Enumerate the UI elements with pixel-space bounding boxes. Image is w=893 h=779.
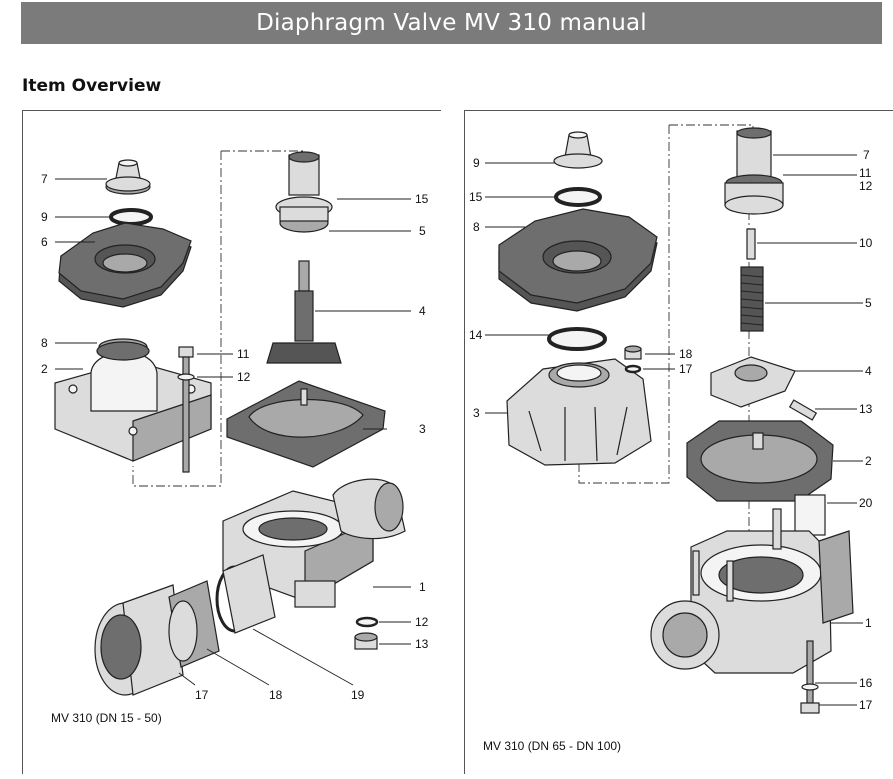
part-bonnet bbox=[506, 358, 652, 466]
part-bonnet bbox=[54, 341, 212, 462]
callout-13: 13 bbox=[859, 402, 873, 416]
callout-11: 11 bbox=[237, 347, 250, 361]
part-diaphragm bbox=[686, 420, 834, 502]
part-o-ring bbox=[109, 208, 153, 226]
part-handwheel bbox=[498, 208, 658, 312]
callout-7: 7 bbox=[41, 172, 48, 186]
callout-5: 5 bbox=[419, 224, 426, 238]
part-union-seal bbox=[215, 554, 276, 634]
callout-12b: 12 bbox=[415, 615, 429, 629]
callout-8: 8 bbox=[473, 220, 480, 234]
part-bolt bbox=[800, 640, 820, 714]
callout-9: 9 bbox=[41, 210, 48, 224]
exploded-view-small-valve: 7 9 6 8 2 11 12 15 5 4 3 1 12 13 17 18 1… bbox=[22, 110, 441, 774]
manual-title-banner: Diaphragm Valve MV 310 manual bbox=[21, 2, 882, 44]
callout-15: 15 bbox=[469, 190, 483, 204]
part-spindle bbox=[266, 260, 342, 364]
part-nut bbox=[354, 632, 378, 650]
figure-caption-left: MV 310 (DN 15 - 50) bbox=[51, 711, 162, 725]
part-handwheel bbox=[58, 222, 192, 308]
callout-17: 17 bbox=[679, 362, 693, 376]
callout-19: 19 bbox=[351, 688, 365, 702]
callout-8: 8 bbox=[41, 336, 48, 350]
callout-20: 20 bbox=[859, 496, 873, 510]
exploded-view-large-valve: 9 15 8 14 3 18 17 7 11 12 10 5 4 13 2 20… bbox=[464, 110, 893, 774]
callout-18: 18 bbox=[269, 688, 283, 702]
callout-4: 4 bbox=[419, 304, 426, 318]
part-label-plate bbox=[794, 494, 826, 536]
part-cap bbox=[553, 131, 603, 169]
part-diaphragm bbox=[226, 380, 386, 468]
callout-18: 18 bbox=[679, 347, 693, 361]
callout-17: 17 bbox=[195, 688, 209, 702]
callout-16: 16 bbox=[859, 676, 873, 690]
part-cross-pin bbox=[788, 399, 818, 421]
callout-2: 2 bbox=[865, 454, 872, 468]
assembly-guide-line bbox=[132, 151, 222, 487]
figure-caption-right: MV 310 (DN 65 - DN 100) bbox=[483, 739, 622, 753]
part-compressor bbox=[710, 356, 796, 408]
part-bolt bbox=[177, 346, 195, 473]
exploded-diagram-left: 7 9 6 8 2 11 12 15 5 4 3 1 12 13 17 18 1… bbox=[41, 150, 429, 702]
manual-title: Diaphragm Valve MV 310 manual bbox=[256, 10, 647, 36]
callout-4: 4 bbox=[865, 364, 872, 378]
callout-2: 2 bbox=[41, 362, 48, 376]
callout-3: 3 bbox=[473, 406, 480, 420]
assembly-guide-line bbox=[578, 125, 670, 484]
callout-13: 13 bbox=[415, 637, 429, 651]
callout-11: 11 bbox=[859, 166, 872, 180]
part-washer bbox=[355, 616, 379, 628]
exploded-diagram-right: 9 15 8 14 3 18 17 7 11 12 10 5 4 13 2 20… bbox=[469, 124, 873, 714]
callout-1: 1 bbox=[865, 616, 872, 630]
callout-6: 6 bbox=[41, 235, 48, 249]
section-title: Item Overview bbox=[22, 76, 162, 96]
part-o-ring bbox=[554, 187, 602, 207]
part-spring bbox=[740, 266, 764, 332]
callout-9: 9 bbox=[473, 156, 480, 170]
part-valve-body bbox=[650, 508, 854, 674]
callout-10: 10 bbox=[859, 236, 873, 250]
callout-15: 15 bbox=[415, 192, 429, 206]
callout-12: 12 bbox=[859, 179, 873, 193]
callout-3: 3 bbox=[419, 422, 426, 436]
part-pin bbox=[746, 228, 756, 260]
part-o-ring-bonnet bbox=[547, 327, 607, 351]
callout-7: 7 bbox=[863, 148, 870, 162]
part-cap bbox=[105, 159, 151, 195]
callout-12: 12 bbox=[237, 370, 251, 384]
callout-1: 1 bbox=[419, 580, 426, 594]
callout-14: 14 bbox=[469, 328, 483, 342]
callout-17b: 17 bbox=[859, 698, 873, 712]
part-small-washer bbox=[624, 364, 642, 374]
part-small-nut bbox=[624, 345, 642, 360]
part-union-nut bbox=[94, 584, 184, 696]
part-top-nut bbox=[275, 151, 333, 233]
part-top-nut bbox=[724, 127, 784, 215]
part-union-end bbox=[168, 580, 220, 668]
callout-5: 5 bbox=[865, 296, 872, 310]
